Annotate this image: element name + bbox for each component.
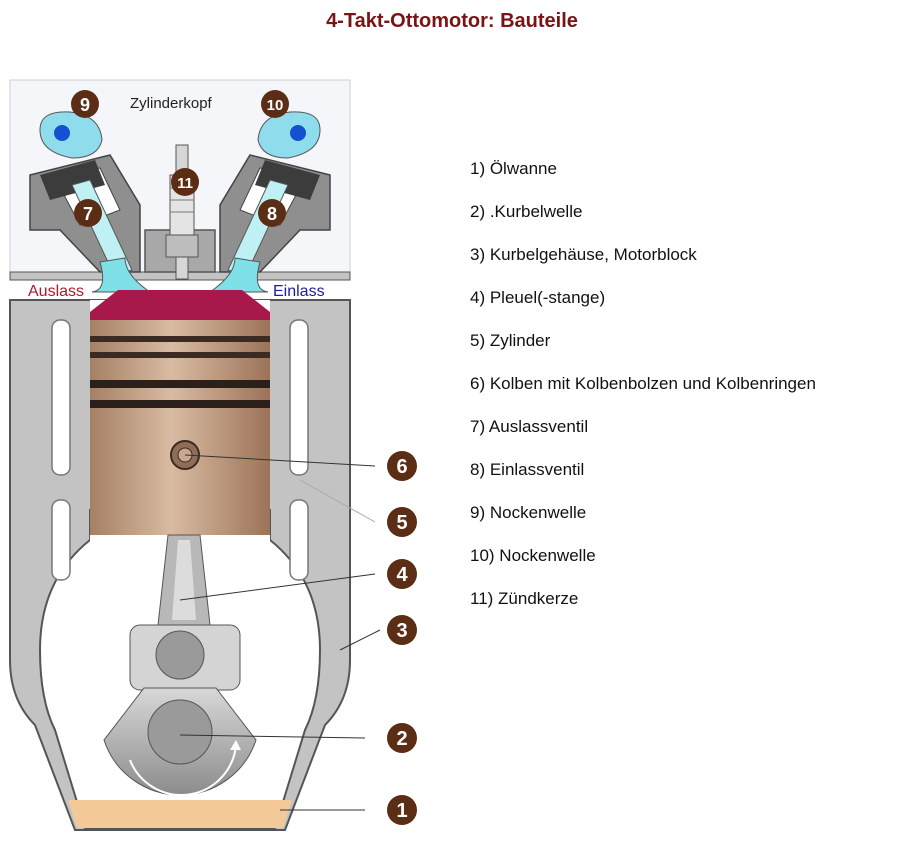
svg-text:5: 5 [396,512,407,534]
leader-line-6 [184,454,376,467]
page-title: 4-Takt-Ottomotor: Bauteile [326,10,578,32]
callout-8: 8 [258,199,286,227]
leader-line-3 [339,629,381,651]
svg-text:9: 9 [80,95,90,115]
cooling-channel [51,319,71,476]
callout-9: 9 [71,90,99,118]
leader-line-5 [299,479,376,523]
exhaust-valve-assembly [29,154,152,293]
callout-10: 10 [261,90,289,118]
cooling-channel [289,499,309,581]
spark-plug [165,144,199,280]
callout-6: 6 [387,451,417,481]
leader-line-4 [179,573,376,601]
legend-item-crankcase: 3) Kurbelgehäuse, Motorblock [470,245,697,264]
svg-text:6: 6 [396,456,407,478]
combustion-chamber [90,290,270,320]
parts-legend: 1) Ölwanne 2) .Kurbelwelle 3) Kurbelgehä… [470,158,816,631]
callout-1: 1 [387,795,417,825]
callout-11: 11 [171,168,199,196]
svg-text:1: 1 [396,800,407,822]
legend-item-camshaft-10: 10) Nockenwelle [470,546,596,565]
leader-line-2 [179,734,366,739]
callout-4: 4 [387,559,417,589]
callout-3: 3 [387,615,417,645]
legend-item-oil-pan: 1) Ölwanne [470,159,557,178]
svg-text:7: 7 [83,204,93,224]
svg-text:8: 8 [267,204,277,224]
camshaft-lobe-right [257,111,321,159]
cooling-channel [289,319,309,476]
exhaust-label: Auslass [28,283,84,300]
legend-item-spark-plug: 11) Zündkerze [470,589,579,608]
cylinder-head-label: Zylinderkopf [130,95,213,112]
cooling-channel [51,499,71,581]
legend-item-piston: 6) Kolben mit Kolbenbolzen und Kolbenrin… [470,374,816,393]
svg-text:3: 3 [396,620,407,642]
camshaft-axis-left [54,125,70,141]
crankshaft [103,687,257,796]
legend-item-intake-valve: 8) Einlassventil [470,460,585,479]
callout-5: 5 [387,507,417,537]
svg-text:2: 2 [396,728,407,750]
callout-2: 2 [387,723,417,753]
oil-pan [68,800,292,828]
svg-text:11: 11 [177,175,193,192]
connecting-rod [129,534,241,691]
intake-label: Einlass [273,283,325,300]
camshaft-axis-right [290,125,306,141]
legend-item-camshaft-9: 9) Nockenwelle [470,503,587,522]
callout-7: 7 [74,199,102,227]
svg-text:10: 10 [267,97,284,114]
legend-item-cylinder: 5) Zylinder [470,331,551,350]
legend-item-exhaust-valve: 7) Auslassventil [470,417,589,436]
camshaft-lobe-left [39,111,103,159]
piston [90,320,270,535]
legend-item-connecting-rod: 4) Pleuel(-stange) [470,288,606,307]
svg-text:4: 4 [396,564,408,586]
legend-item-crankshaft: 2) .Kurbelwelle [470,202,583,221]
